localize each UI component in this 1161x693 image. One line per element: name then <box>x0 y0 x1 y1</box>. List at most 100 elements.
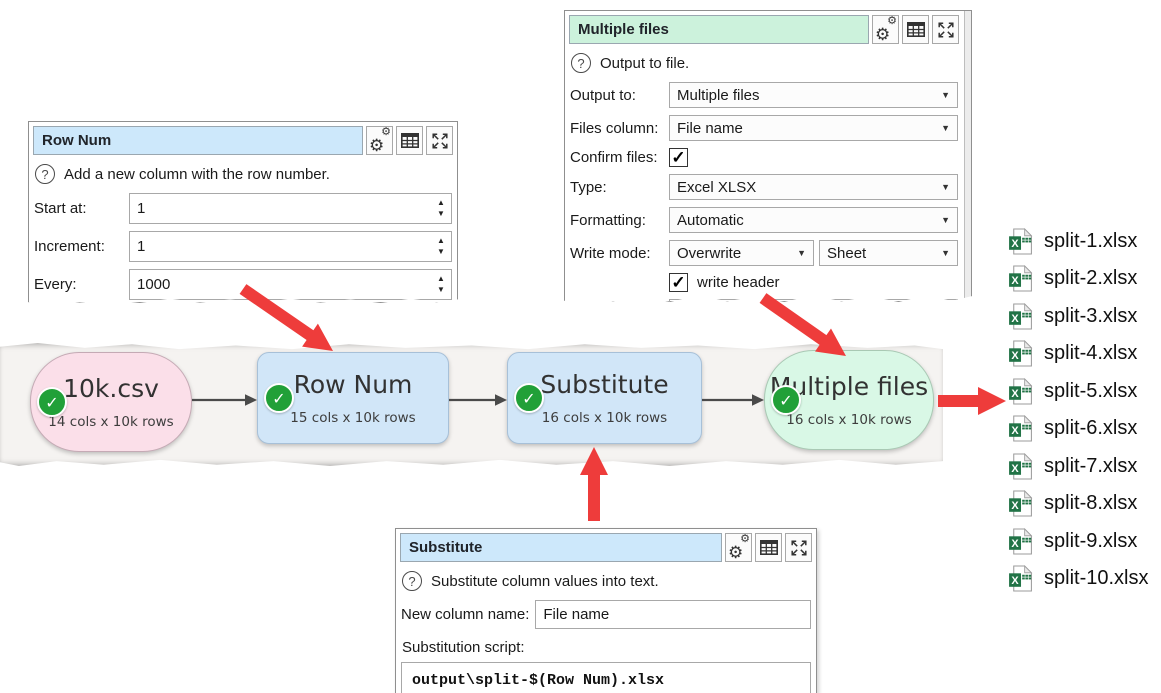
expand-arrows-icon <box>790 539 807 556</box>
output-file-list: X split-1.xlsx X split-2.xlsx X split-3 <box>1008 227 1148 593</box>
write-mode-dropdown[interactable]: Overwrite ▼ <box>669 240 814 266</box>
expand-button[interactable] <box>426 126 453 155</box>
formatting-dropdown[interactable]: Automatic ▼ <box>669 207 958 233</box>
file-name: split-7.xlsx <box>1044 454 1138 477</box>
list-item[interactable]: X split-4.xlsx <box>1008 340 1148 368</box>
excel-file-icon: X <box>1009 340 1033 367</box>
svg-text:X: X <box>1011 463 1019 475</box>
table-view-button[interactable] <box>396 126 423 155</box>
type-dropdown[interactable]: Excel XLSX ▼ <box>669 174 958 200</box>
panel-titlebar: Substitute ⚙ ⚙ <box>400 533 812 562</box>
field-value[interactable]: 1 <box>137 238 146 255</box>
gear-icon: ⚙ <box>381 125 391 138</box>
list-item[interactable]: X split-5.xlsx <box>1008 377 1148 405</box>
node-status-ok-icon: ✓ <box>771 385 801 415</box>
list-item[interactable]: X split-1.xlsx <box>1008 227 1148 255</box>
table-icon <box>400 133 419 148</box>
help-icon[interactable]: ? <box>35 164 55 184</box>
list-item[interactable]: X split-3.xlsx <box>1008 302 1148 330</box>
list-item[interactable]: X split-10.xlsx <box>1008 565 1148 593</box>
table-icon <box>906 22 925 37</box>
scrollbar-strip[interactable] <box>964 11 971 301</box>
field-label: Increment: <box>34 238 105 255</box>
svg-text:X: X <box>1011 238 1019 250</box>
files-column-dropdown[interactable]: File name ▼ <box>669 115 958 141</box>
expand-button[interactable] <box>785 533 812 562</box>
panel-description: Substitute column values into text. <box>431 572 659 590</box>
field-value[interactable]: 1 <box>137 200 146 217</box>
panel-title: Substitute <box>400 533 722 562</box>
node-status-ok-icon: ✓ <box>514 383 544 413</box>
file-name: split-9.xlsx <box>1044 529 1138 552</box>
gear-icon: ⚙ <box>369 136 385 156</box>
field-label: Write mode: <box>570 244 651 262</box>
excel-file-icon: X <box>1009 527 1033 554</box>
svg-text:X: X <box>1011 500 1019 512</box>
excel-file-icon: X <box>1009 452 1033 479</box>
spin-up-icon[interactable]: ▲ <box>437 274 445 283</box>
file-name: split-6.xlsx <box>1044 417 1138 439</box>
svg-text:X: X <box>1011 388 1019 400</box>
new-column-name-input[interactable]: File name <box>535 600 811 629</box>
selected-value: Excel XLSX <box>677 178 757 196</box>
node-multiple-files[interactable]: ✓ Multiple files 16 cols x 10k rows <box>764 350 934 450</box>
expand-arrows-icon <box>937 21 954 38</box>
spin-up-icon[interactable]: ▲ <box>437 236 445 245</box>
expand-arrows-icon <box>431 132 448 149</box>
list-item[interactable]: X split-9.xlsx <box>1008 527 1148 555</box>
gear-icon: ⚙ <box>740 532 750 545</box>
selected-value: Overwrite <box>677 244 742 262</box>
start-at-spinner[interactable]: 1 ▲ ▼ <box>129 193 452 224</box>
substitution-script-editor[interactable]: output\split-$(Row Num).xlsx <box>401 662 811 693</box>
every-spinner[interactable]: 1000 ▲ ▼ <box>129 269 452 300</box>
increment-spinner[interactable]: 1 ▲ ▼ <box>129 231 452 262</box>
help-icon[interactable]: ? <box>402 571 422 591</box>
field-label: Files column: <box>570 119 659 137</box>
field-confirm-files: Confirm files: ✓ <box>570 148 958 167</box>
sheet-dropdown[interactable]: Sheet ▼ <box>819 240 958 266</box>
excel-file-icon: X <box>1009 565 1033 592</box>
table-icon <box>759 540 778 555</box>
spin-down-icon[interactable]: ▼ <box>437 285 445 294</box>
file-name: split-2.xlsx <box>1044 267 1138 289</box>
spin-up-icon[interactable]: ▲ <box>437 198 445 207</box>
panel-row-num: Row Num ⚙ ⚙ ? <box>28 121 458 303</box>
confirm-files-checkbox[interactable]: ✓ <box>669 148 688 167</box>
table-view-button[interactable] <box>902 15 929 44</box>
gear-icon: ⚙ <box>875 25 891 45</box>
panel-description-row: ? Output to file. <box>571 51 957 75</box>
help-icon[interactable]: ? <box>571 53 591 73</box>
file-name: split-3.xlsx <box>1044 304 1138 327</box>
list-item[interactable]: X split-6.xlsx <box>1008 415 1148 443</box>
node-status-ok-icon: ✓ <box>264 383 294 413</box>
input-value: File name <box>543 606 610 623</box>
table-view-button[interactable] <box>755 533 782 562</box>
node-row-num[interactable]: ✓ Row Num 15 cols x 10k rows <box>257 352 449 444</box>
chevron-down-icon: ▼ <box>941 215 950 225</box>
selected-value: Sheet <box>827 244 867 262</box>
spin-down-icon[interactable]: ▼ <box>437 247 445 256</box>
field-label: Start at: <box>34 200 87 217</box>
settings-gear-button[interactable]: ⚙ ⚙ <box>366 126 393 155</box>
expand-button[interactable] <box>932 15 959 44</box>
field-increment: Increment: 1 ▲ ▼ <box>34 231 452 262</box>
field-value[interactable]: 1000 <box>137 276 171 293</box>
write-header-checkbox[interactable]: ✓ <box>669 273 688 292</box>
selected-value: Automatic <box>677 211 744 229</box>
gear-icon: ⚙ <box>728 543 744 563</box>
spin-down-icon[interactable]: ▼ <box>437 209 445 218</box>
field-type: Type: Excel XLSX ▼ <box>570 174 958 200</box>
list-item[interactable]: X split-7.xlsx <box>1008 452 1148 480</box>
gear-icon: ⚙ <box>887 14 897 27</box>
list-item[interactable]: X split-8.xlsx <box>1008 490 1148 518</box>
node-substitute[interactable]: ✓ Substitute 16 cols x 10k rows <box>507 352 702 444</box>
selected-value: File name <box>677 119 743 137</box>
settings-gear-button[interactable]: ⚙ ⚙ <box>872 15 899 44</box>
excel-file-icon: X <box>1009 227 1033 254</box>
settings-gear-button[interactable]: ⚙ ⚙ <box>725 533 752 562</box>
output-to-dropdown[interactable]: Multiple files ▼ <box>669 82 958 108</box>
list-item[interactable]: X split-2.xlsx <box>1008 265 1148 293</box>
panel-titlebar: Multiple files ⚙ ⚙ <box>569 15 959 44</box>
node-source-10k-csv[interactable]: ✓ 10k.csv 14 cols x 10k rows <box>30 352 192 452</box>
chevron-down-icon: ▼ <box>941 123 950 133</box>
